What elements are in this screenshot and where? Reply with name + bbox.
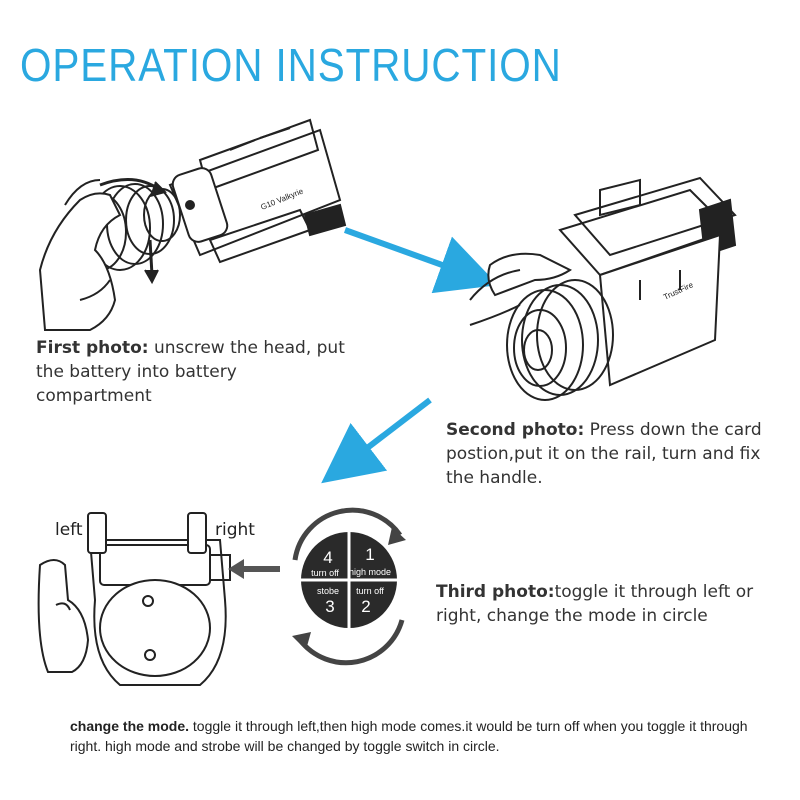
footer-body: toggle it through left,then high mode co… — [70, 718, 748, 754]
footer-heading: change the mode. — [70, 718, 190, 734]
footer-note: change the mode. toggle it through left,… — [70, 716, 770, 756]
dial-q4-label: turn off — [356, 586, 384, 596]
photo2-flashlight — [469, 176, 737, 401]
step-1-body: unscrew the head, put the battery into b… — [36, 338, 345, 406]
dial-q1-number: 4 — [323, 548, 332, 567]
dial-q4-number: 2 — [361, 597, 370, 616]
label-left: left — [55, 520, 83, 540]
arrow-1 — [343, 227, 499, 294]
arrow-3 — [228, 559, 280, 579]
step-2-heading: Second photo: — [446, 420, 585, 440]
step-3-body: toggle it through left or right, change … — [436, 582, 754, 626]
arrow-2 — [321, 397, 432, 484]
step-3-text: Third photo:toggle it through left or ri… — [436, 580, 796, 628]
dial-q3-label: stobe — [317, 586, 339, 596]
photo1-flashlight — [38, 118, 347, 331]
step-2-text: Second photo: Press down the card postio… — [446, 418, 776, 490]
step-1-heading: First photo: — [36, 338, 149, 358]
dial-q3-number: 3 — [325, 597, 334, 616]
dial-q2-label: high mode — [349, 567, 391, 577]
step-3-heading: Third photo: — [436, 582, 555, 602]
label-right: right — [215, 520, 255, 540]
page-title: OPERATION INSTRUCTION — [20, 39, 562, 91]
dial-q2-number: 1 — [365, 545, 374, 564]
step-1-text: First photo: unscrew the head, put the b… — [36, 336, 356, 408]
dial-q1-label: turn off — [311, 568, 339, 578]
mode-dial — [292, 507, 406, 666]
photo3-flashlight — [37, 512, 231, 686]
step-2-body: Press down the card postion,put it on th… — [446, 420, 762, 488]
